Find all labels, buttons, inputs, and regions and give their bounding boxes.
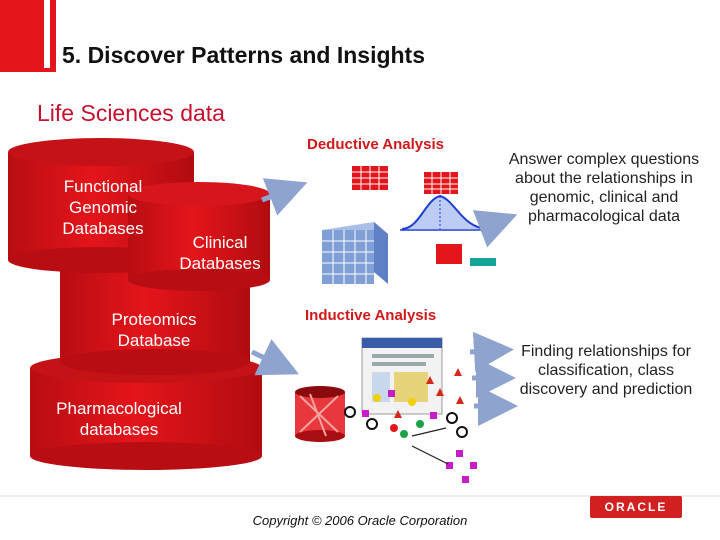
application-window-icon <box>361 337 443 415</box>
label-proteomics: Proteomics Database <box>111 310 197 350</box>
arrow-databases-to-deductive <box>261 178 308 216</box>
dna-barrel-icon <box>295 386 345 442</box>
deductive-grid-icon-left <box>352 166 388 190</box>
arrow-cluster-to-marker <box>411 427 447 437</box>
arrow-databases-to-inductive <box>250 339 300 376</box>
oracle-logo: ORACLE <box>590 496 682 518</box>
label-functional-genomic: Functional Genomic Databases <box>62 177 144 238</box>
copyright-text: Copyright © 2006 Oracle Corporation <box>252 513 468 528</box>
deductive-grid-icon-right <box>424 172 458 194</box>
label-pharmacological: Pharmacological databases <box>56 399 182 439</box>
slide-subtitle: Life Sciences data <box>37 100 225 126</box>
cluster-markers <box>344 368 477 483</box>
arrow-cluster-to-group <box>411 445 449 465</box>
arrow-inductive-1 <box>469 331 514 372</box>
arrow-deductive-to-answer <box>472 210 518 248</box>
inductive-analysis-label: Inductive Analysis <box>305 307 437 324</box>
result-bar-red <box>436 244 462 264</box>
label-clinical: Clinical Databases <box>179 233 261 273</box>
inductive-outcome-text: Finding relationships for classification… <box>519 343 693 398</box>
deductive-outcome-text: Answer complex questions about the relat… <box>508 151 700 225</box>
pharmacological-database-cylinder <box>30 353 262 470</box>
bell-curve <box>401 194 489 230</box>
result-bar-teal <box>470 258 496 266</box>
accent-bar-thin <box>44 0 50 68</box>
slide-title: 5. Discover Patterns and Insights <box>62 42 426 68</box>
data-cube-icon <box>322 222 388 284</box>
deductive-analysis-label: Deductive Analysis <box>307 136 444 153</box>
clinical-database-cylinder <box>128 182 270 291</box>
